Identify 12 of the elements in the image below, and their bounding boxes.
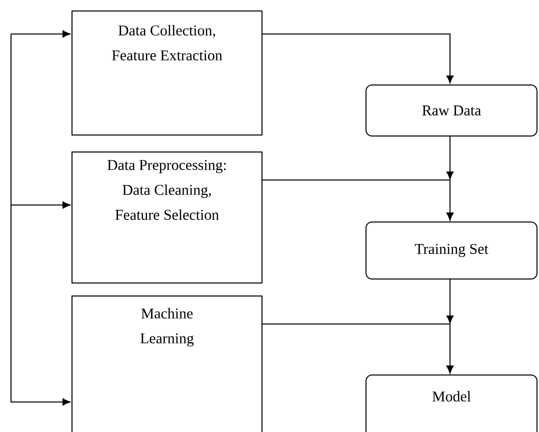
- process-box: Machine Learning: [72, 296, 262, 432]
- arrow: [262, 172, 454, 220]
- arrow: [262, 316, 454, 374]
- process-box: Data Preprocessing: Data Cleaning, Feature Selection: [72, 152, 262, 284]
- arrow: [10, 201, 70, 209]
- rounded-box: Training Set: [366, 222, 538, 280]
- rounded-box: Raw Data: [366, 84, 538, 136]
- arrow: [10, 30, 70, 38]
- rounded-box: Model: [366, 374, 538, 432]
- arrow: [10, 34, 70, 406]
- process-box: Data Collection, Feature Extraction: [72, 10, 262, 136]
- arrow: [262, 34, 454, 84]
